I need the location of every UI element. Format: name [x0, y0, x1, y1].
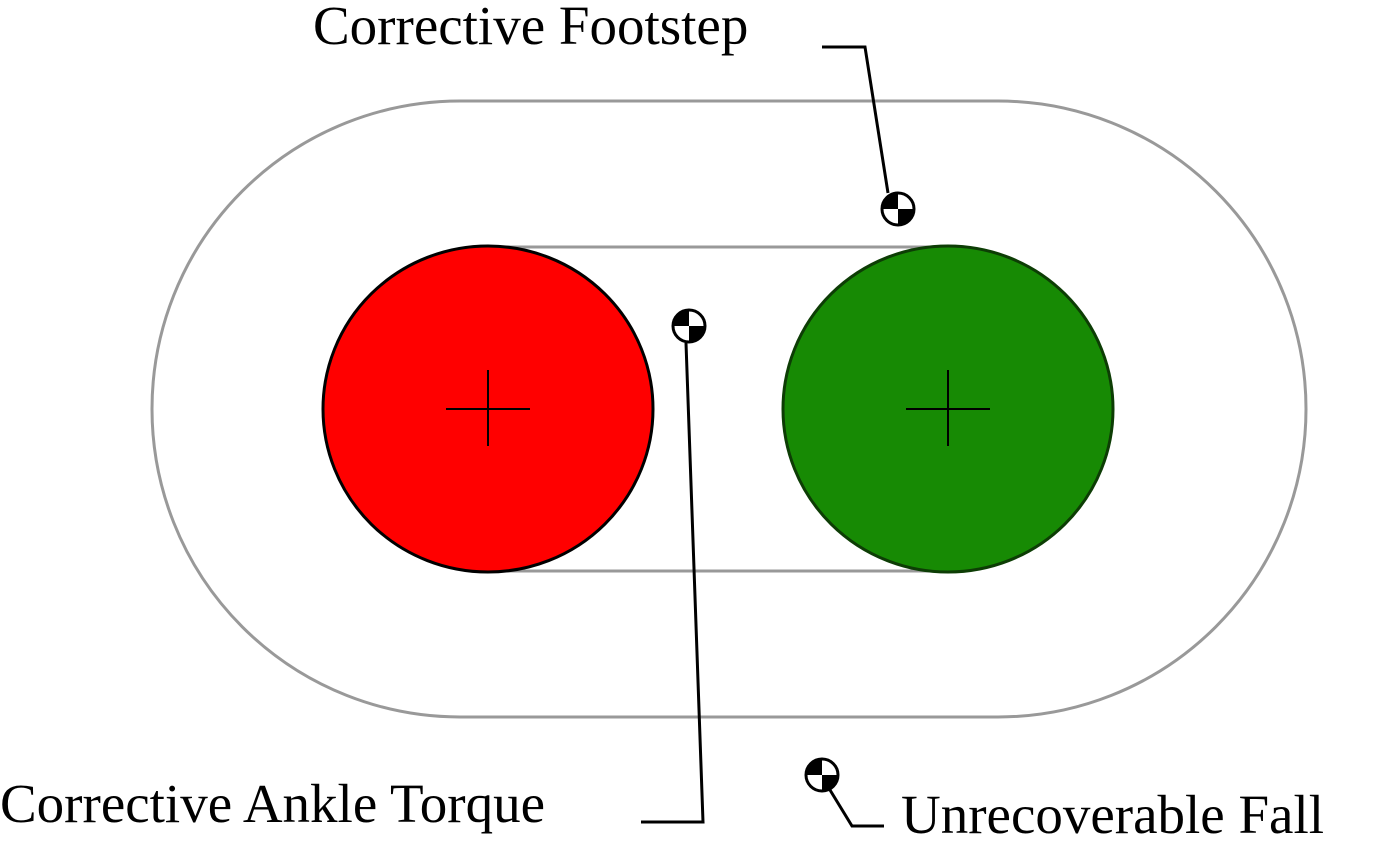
- left-foot-crosshair-icon: [446, 370, 530, 446]
- com-marker-footstep-icon: [880, 191, 916, 227]
- com-marker-ankle-torque-icon: [671, 308, 707, 344]
- outer-stepping-region: [150, 99, 1308, 719]
- com-marker-fall-icon: [804, 757, 840, 793]
- fall-leader-line: [828, 789, 884, 828]
- right-foot-crosshair-icon: [906, 370, 990, 446]
- ankle-torque-leader-line: [641, 342, 705, 824]
- footstep-leader-line: [822, 45, 890, 194]
- label-corrective-ankle-torque: Corrective Ankle Torque: [0, 773, 545, 834]
- label-corrective-footstep: Corrective Footstep: [313, 0, 748, 56]
- label-unrecoverable-fall: Unrecoverable Fall: [901, 784, 1324, 845]
